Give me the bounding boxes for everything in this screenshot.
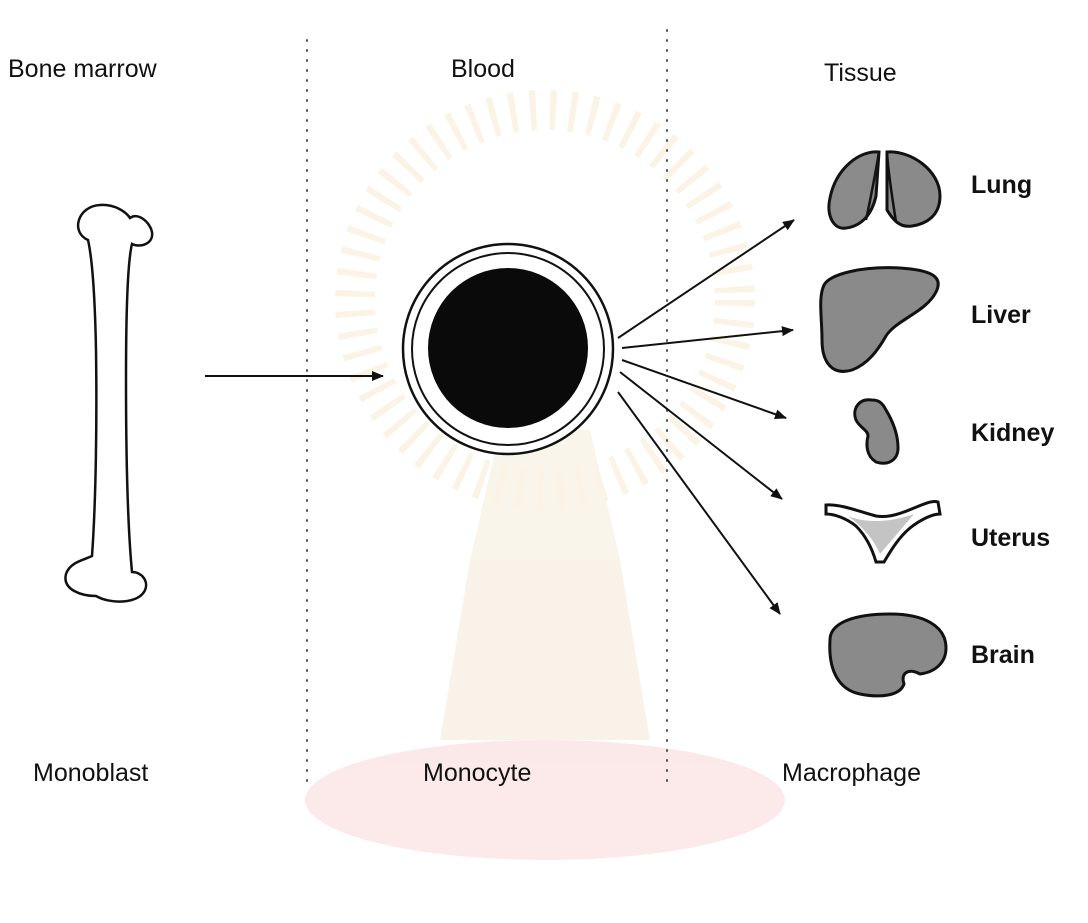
organ-label-kidney: Kidney [971, 421, 1054, 446]
column-heading-blood: Blood [451, 57, 515, 82]
brain-icon [830, 614, 946, 696]
arrow-to-brain [618, 392, 780, 614]
column-heading-bone-marrow: Bone marrow [8, 57, 157, 82]
stage-label-macrophage: Macrophage [782, 761, 921, 786]
monocyte-cell-icon [403, 244, 613, 454]
organ-label-liver: Liver [971, 303, 1031, 328]
organ-label-brain: Brain [971, 643, 1035, 668]
kidney-icon [855, 400, 898, 463]
arrow-to-kidney [622, 360, 786, 418]
organ-label-lung: Lung [971, 173, 1032, 198]
stage-label-monocyte: Monocyte [423, 761, 531, 786]
bone-icon [65, 205, 152, 602]
arrow-to-lung [618, 220, 794, 338]
arrow-to-liver [622, 330, 793, 348]
stage-label-monoblast: Monoblast [33, 761, 148, 786]
organ-label-uterus: Uterus [971, 526, 1050, 551]
arrow-to-uterus [620, 372, 782, 499]
uterus-icon [826, 501, 940, 562]
lung-icon [829, 152, 940, 228]
liver-icon [821, 268, 939, 372]
column-heading-tissue: Tissue [824, 61, 897, 86]
